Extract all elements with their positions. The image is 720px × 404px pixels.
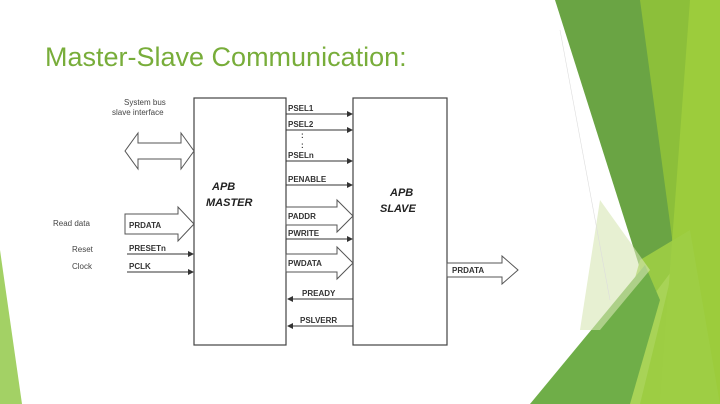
- pclk-label: PCLK: [129, 262, 151, 271]
- system-bus-bidirectional-arrow: [124, 131, 195, 171]
- system-bus-label: System bus: [124, 98, 166, 107]
- psel1-label: PSEL1: [288, 104, 314, 113]
- master-label-2: MASTER: [206, 197, 253, 209]
- slave-label-1: APB: [389, 187, 413, 199]
- slave-label-2: SLAVE: [380, 203, 417, 215]
- paddr-label: PADDR: [288, 212, 316, 221]
- prdata-input-label: PRDATA: [129, 221, 161, 230]
- prdata-output-label: PRDATA: [452, 266, 484, 275]
- pseln-label: PSELn: [288, 151, 314, 160]
- pwdata-arrow: [285, 245, 354, 281]
- psel-dots-1: :: [301, 131, 304, 140]
- apb-slave-block: [352, 97, 448, 346]
- read-data-label: Read data: [53, 219, 90, 228]
- clock-label: Clock: [72, 262, 93, 271]
- master-label-1: APB: [211, 181, 235, 193]
- psel-dots-2: :: [301, 141, 304, 150]
- pready-label: PREADY: [302, 289, 336, 298]
- presetn-label: PRESETn: [129, 244, 166, 253]
- apb-master-block: [193, 97, 287, 346]
- paddr-arrow: [285, 198, 354, 234]
- prdata-output-arrow: [446, 254, 519, 286]
- pwrite-label: PWRITE: [288, 229, 320, 238]
- penable-label: PENABLE: [288, 175, 327, 184]
- reset-label: Reset: [72, 245, 94, 254]
- slide-title: Master-Slave Communication:: [45, 42, 407, 72]
- psel2-label: PSEL2: [288, 120, 314, 129]
- pwdata-label: PWDATA: [288, 259, 322, 268]
- prdata-input-arrow: [124, 205, 195, 243]
- pslverr-label: PSLVERR: [300, 316, 337, 325]
- slave-interface-label: slave interface: [112, 108, 164, 117]
